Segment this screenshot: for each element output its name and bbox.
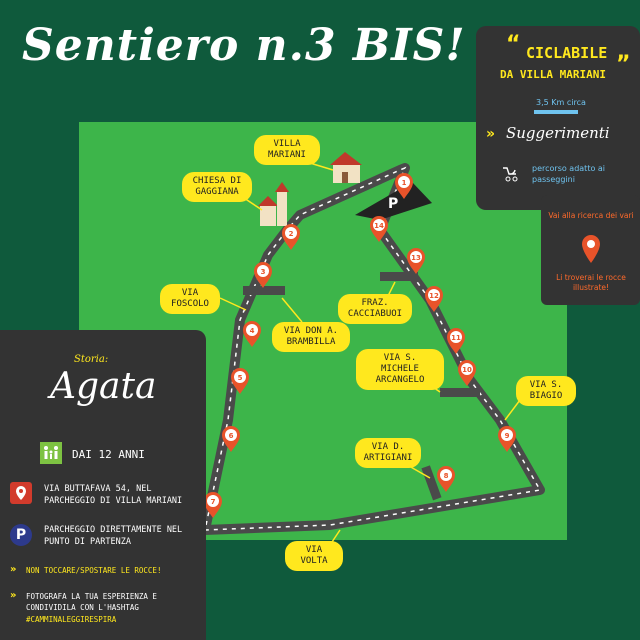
label-villa-mariani: VILLA MARIANI <box>254 135 320 165</box>
svg-text:3: 3 <box>261 268 266 276</box>
parking-icon: P <box>10 524 32 546</box>
story-warning: NON TOCCARE/SPOSTARE LE ROCCE! <box>26 566 162 575</box>
route-marker-3: 3 <box>254 262 272 288</box>
chevron-icon: » <box>10 590 17 601</box>
route-marker-5: 5 <box>231 368 249 394</box>
quote-open: “ <box>506 32 521 57</box>
story-age: DAI 12 ANNI <box>72 448 145 461</box>
route-marker-9: 9 <box>498 426 516 452</box>
quote-close: ” <box>616 52 631 77</box>
svg-text:13: 13 <box>411 254 421 262</box>
svg-text:6: 6 <box>229 432 234 440</box>
chevron-icon: » <box>486 126 496 142</box>
story-panel: Storia: Agata DAI 12 ANNI VIA BUTTAFAVA … <box>0 330 206 640</box>
distance-bar <box>534 110 578 114</box>
svg-text:14: 14 <box>374 222 384 230</box>
villa-icon <box>330 152 362 183</box>
svg-text:2: 2 <box>289 230 294 238</box>
svg-text:8: 8 <box>444 472 449 480</box>
page-title: Sentiero n.3 BIS! <box>22 20 466 71</box>
svg-text:5: 5 <box>238 374 243 382</box>
svg-text:1: 1 <box>402 179 407 187</box>
route-marker-10: 10 <box>458 360 476 386</box>
stroller-icon <box>500 164 518 182</box>
suggestions-title: Suggerimenti <box>506 124 610 142</box>
label-via-volta: VIA VOLTA <box>285 541 343 571</box>
svg-text:12: 12 <box>429 292 439 300</box>
route-marker-1: 1 <box>395 173 413 199</box>
parking-area: P <box>355 182 432 220</box>
marker-pin-icon <box>582 235 600 263</box>
bike-heading-1: CICLABILE <box>526 44 608 62</box>
story-parking: PARCHEGGIO DIRETTAMENTE NEL PUNTO DI PAR… <box>44 525 183 547</box>
bike-panel: “ CICLABILE ” DA VILLA MARIANI 3,5 Km ci… <box>476 26 640 210</box>
svg-text:10: 10 <box>462 366 472 374</box>
church-icon <box>258 182 289 226</box>
parking-symbol: P <box>388 196 398 212</box>
rocks-panel: Vai alla ricerca dei vari Li troverai le… <box>541 195 640 305</box>
label-via-artigiani: VIA D. ARTIGIANI <box>355 438 421 468</box>
route-marker-8: 8 <box>437 466 455 492</box>
chevron-icon: » <box>10 564 17 575</box>
route-marker-12: 12 <box>425 286 443 312</box>
svg-text:4: 4 <box>250 327 255 335</box>
label-fraz: FRAZ. CACCIABUOI <box>338 294 412 324</box>
route-marker-14: 14 <box>370 216 388 242</box>
route-marker-11: 11 <box>447 328 465 354</box>
family-icon <box>40 442 62 464</box>
rocks-line2: Li troverai le rocce illustrate! <box>556 273 626 292</box>
rocks-line1: Vai alla ricerca dei vari <box>548 211 634 220</box>
bike-heading-2: DA VILLA MARIANI <box>500 68 606 81</box>
route-marker-13: 13 <box>407 248 425 274</box>
story-hashtag: #CAMMINALEGGIRESPIRA <box>26 615 117 624</box>
route-marker-4: 4 <box>243 321 261 347</box>
label-chiesa: CHIESA DI GAGGIANA <box>182 172 252 202</box>
svg-text:11: 11 <box>451 334 461 342</box>
label-via-michele: VIA S. MICHELE ARCANGELO <box>356 349 444 390</box>
story-name: Agata <box>50 366 157 407</box>
label-via-foscolo: VIA FOSCOLO <box>160 284 220 314</box>
story-label: Storia: <box>74 354 109 365</box>
story-photo: FOTOGRAFA LA TUA ESPERIENZA E CONDIVIDIL… <box>26 592 157 612</box>
stroller-text: percorso adatto ai passeggini <box>532 164 606 184</box>
label-via-don: VIA DON A. BRAMBILLA <box>272 322 350 352</box>
story-address: VIA BUTTAFAVA 54, NEL PARCHEGGIO DI VILL… <box>44 484 183 506</box>
route-marker-7: 7 <box>204 492 222 518</box>
route-marker-6: 6 <box>222 426 240 452</box>
bike-distance: 3,5 Km circa <box>536 98 586 107</box>
route-marker-2: 2 <box>282 224 300 250</box>
label-via-biagio: VIA S. BIAGIO <box>516 376 576 406</box>
svg-text:9: 9 <box>505 432 510 440</box>
location-icon <box>10 482 32 504</box>
svg-text:7: 7 <box>211 498 216 506</box>
